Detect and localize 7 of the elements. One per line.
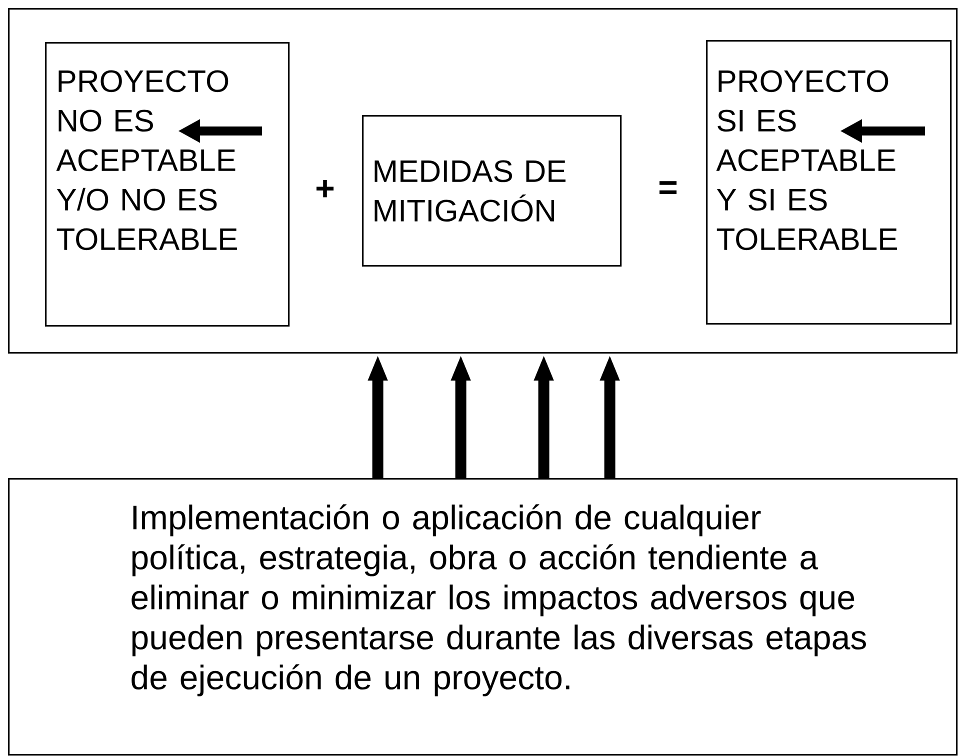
text-box: PROYECTO SI ES ACEPTABLE Y SI ES TOLERABLE [706, 40, 952, 325]
operator-sign: = [660, 181, 677, 194]
description-box: Implementación o aplicación de cualquier política, estrategia, obra o acción tendiente a eliminar o minimizar los impactos adversos que pueden presentarse durante las diversas etapas de ejecución de un proyecto. [8, 478, 958, 756]
operator-sign: + [316, 180, 334, 198]
outer-frame [8, 8, 958, 354]
text-box: PROYECTO NO ES ACEPTABLE Y/O NO ES TOLERABLE [45, 42, 290, 327]
text-box: MEDIDAS DE MITIGACIÓN [362, 115, 622, 267]
